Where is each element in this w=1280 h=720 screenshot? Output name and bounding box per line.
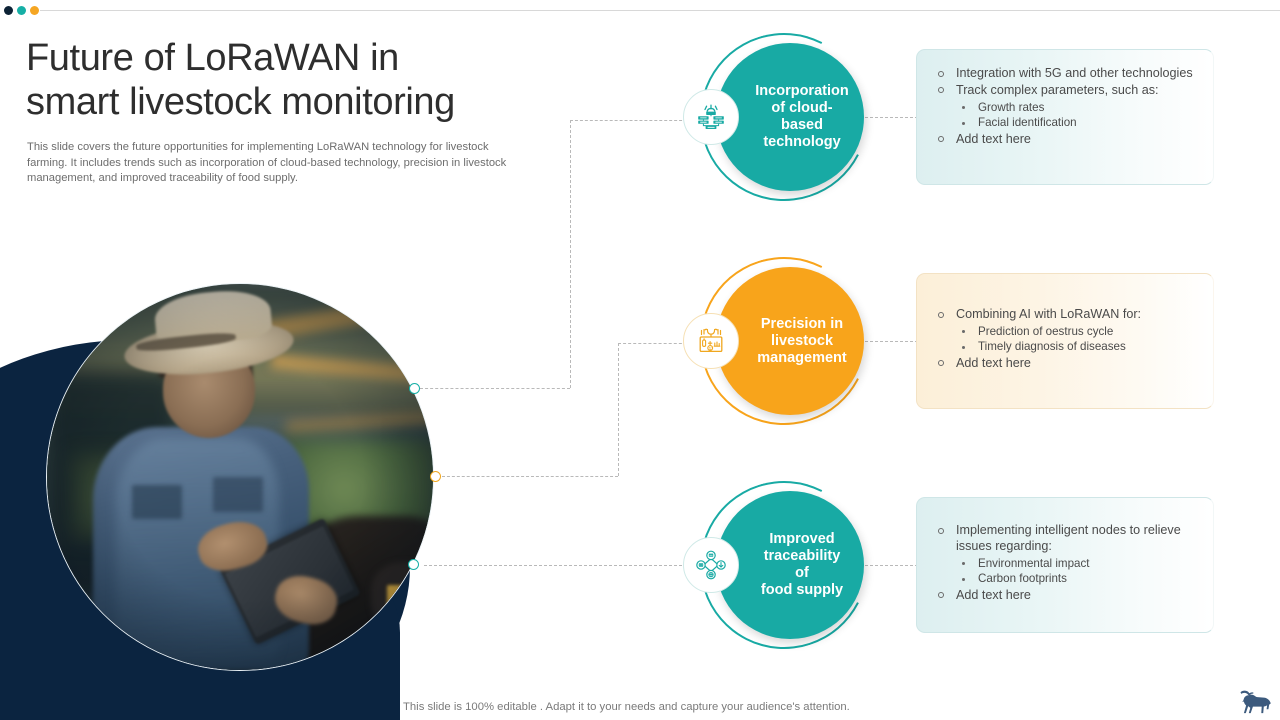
node-circle-traceability[interactable]: Improved traceability of food supply bbox=[716, 491, 864, 639]
node-circle-precision[interactable]: Precision in livestock management bbox=[716, 267, 864, 415]
bullet-dot-icon bbox=[962, 330, 965, 334]
page-title: Future of LoRaWAN in smart livestock mon… bbox=[26, 36, 646, 124]
connector-dot-2 bbox=[430, 471, 441, 482]
connector-1-v bbox=[570, 120, 571, 388]
node-label-traceability: Improved traceability of food supply bbox=[760, 531, 844, 598]
connector-1-h-upper bbox=[570, 120, 692, 121]
node-circle-cloud[interactable]: Incorporation of cloud- based technology bbox=[716, 43, 864, 191]
bullet-hollow-icon bbox=[938, 87, 944, 94]
node-label-cloud: Incorporation of cloud- based technology bbox=[755, 83, 849, 150]
connector-1-node-to-panel bbox=[860, 117, 918, 118]
bullet-dot-icon bbox=[962, 106, 965, 110]
cloud-server-icon bbox=[683, 89, 739, 145]
page-description: This slide covers the future opportuniti… bbox=[27, 141, 507, 184]
panel-cloud: Integration with 5G and other technologi… bbox=[916, 49, 1214, 185]
panel-traceability-list: Implementing intelligent nodes to reliev… bbox=[935, 523, 1197, 604]
top-decoration-bar bbox=[0, 0, 1280, 20]
connector-3-h bbox=[424, 565, 692, 566]
list-item: Add text here bbox=[935, 356, 1197, 372]
list-item: Combining AI with LoRaWAN for: Predictio… bbox=[935, 307, 1197, 355]
node-label-precision: Precision in livestock management bbox=[757, 315, 847, 366]
list-item: Integration with 5G and other technologi… bbox=[935, 66, 1197, 82]
panel-cloud-list: Integration with 5G and other technologi… bbox=[935, 66, 1197, 148]
farmer-photo bbox=[46, 283, 434, 671]
footer-note: This slide is 100% editable . Adapt it t… bbox=[403, 701, 850, 713]
connector-2-node-to-panel bbox=[860, 341, 918, 342]
connector-2-h-upper bbox=[618, 343, 692, 344]
panel-precision-list: Combining AI with LoRaWAN for: Predictio… bbox=[935, 307, 1197, 372]
bullet-dot-icon bbox=[962, 345, 965, 349]
farmer-photo-image bbox=[47, 284, 433, 670]
bullet-dot-icon bbox=[962, 562, 965, 566]
list-item: Facial identification bbox=[956, 115, 1197, 131]
list-item: Implementing intelligent nodes to reliev… bbox=[935, 523, 1197, 587]
panel-traceability: Implementing intelligent nodes to reliev… bbox=[916, 497, 1214, 633]
top-divider-line bbox=[40, 10, 1280, 11]
decoration-dot-navy bbox=[4, 6, 13, 15]
bullet-hollow-icon bbox=[938, 136, 944, 143]
panel-traceability-sublist: Environmental impact Carbon footprints bbox=[956, 556, 1197, 587]
bullet-hollow-icon bbox=[938, 311, 944, 318]
bullet-hollow-icon bbox=[938, 592, 944, 599]
bullet-hollow-icon bbox=[938, 360, 944, 367]
list-item: Add text here bbox=[935, 132, 1197, 148]
supply-network-icon bbox=[683, 537, 739, 593]
bullet-hollow-icon bbox=[938, 527, 944, 534]
list-item: Add text here bbox=[935, 588, 1197, 604]
decoration-dot-orange bbox=[30, 6, 39, 15]
connector-1-h-lower bbox=[420, 388, 570, 389]
panel-precision-sublist: Prediction of oestrus cycle Timely diagn… bbox=[956, 324, 1197, 355]
list-item: Prediction of oestrus cycle bbox=[956, 324, 1197, 340]
connector-dot-3 bbox=[408, 559, 419, 570]
page-title-line-2: smart livestock monitoring bbox=[26, 81, 455, 123]
panel-cloud-sublist: Growth rates Facial identification bbox=[956, 100, 1197, 131]
decoration-dot-teal bbox=[17, 6, 26, 15]
cow-logo-icon bbox=[1232, 689, 1272, 717]
list-item: Carbon footprints bbox=[956, 571, 1197, 587]
bullet-dot-icon bbox=[962, 577, 965, 581]
connector-dot-1 bbox=[409, 383, 420, 394]
bullet-dot-icon bbox=[962, 121, 965, 125]
list-item: Track complex parameters, such as: Growt… bbox=[935, 83, 1197, 131]
connector-3-node-to-panel bbox=[860, 565, 918, 566]
page-title-line-1: Future of LoRaWAN in bbox=[26, 37, 399, 79]
list-item: Timely diagnosis of diseases bbox=[956, 339, 1197, 355]
bullet-hollow-icon bbox=[938, 70, 944, 77]
connector-2-h-lower bbox=[442, 476, 618, 477]
panel-precision: Combining AI with LoRaWAN for: Predictio… bbox=[916, 273, 1214, 409]
list-item: Environmental impact bbox=[956, 556, 1197, 572]
connector-2-v bbox=[618, 343, 619, 476]
list-item: Growth rates bbox=[956, 100, 1197, 116]
livestock-monitor-icon bbox=[683, 313, 739, 369]
